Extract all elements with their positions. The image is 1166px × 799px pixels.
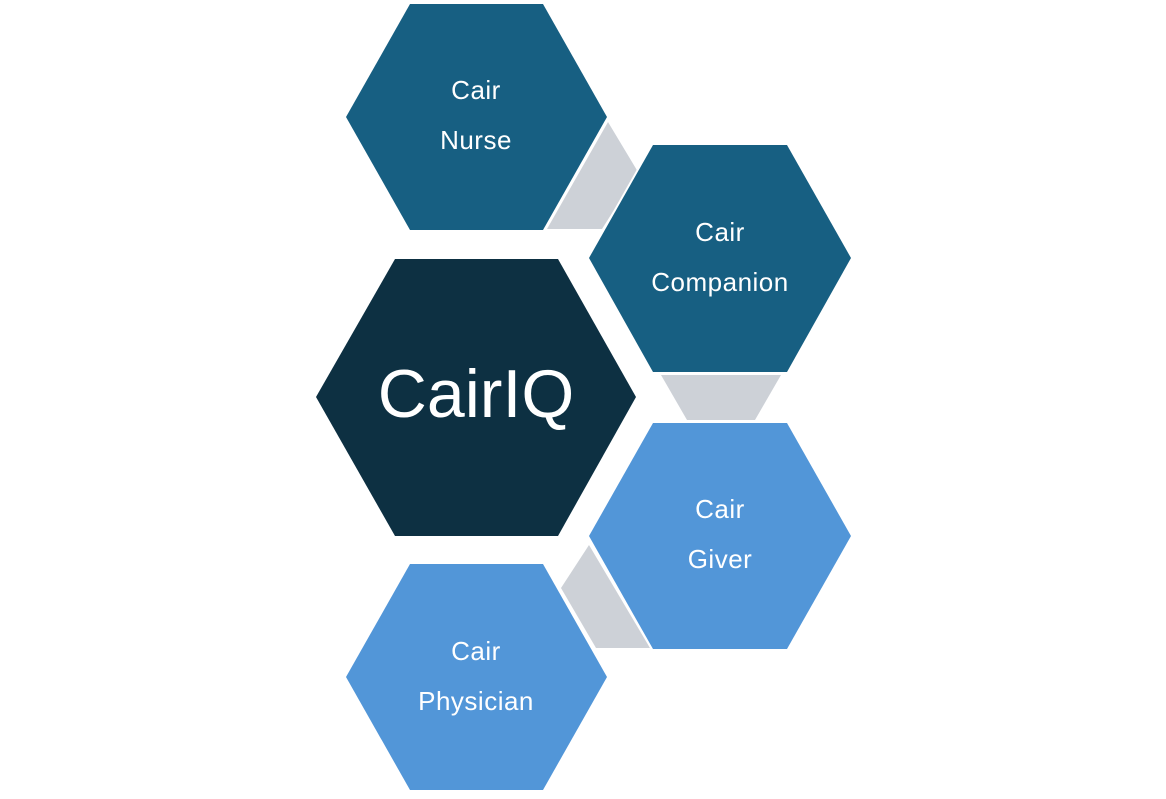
hexagon-cairiq-center [316,259,636,536]
label-line1: Cair [451,636,501,666]
label-cair-nurse: Cair Nurse [440,65,512,165]
connector-nurse-companion [547,122,638,229]
label-line2: Giver [687,544,753,574]
label-line1: Cair [695,494,745,524]
label-line2: Physician [418,686,534,716]
hexagon-cair-nurse [346,4,607,230]
hexagon-cair-giver [589,423,851,649]
label-line2: Nurse [440,125,512,155]
connector-companion-giver [661,375,781,420]
label-cairiq: CairIQ [377,356,575,432]
label-line2: Companion [651,267,789,297]
label-line1: Cair [451,75,501,105]
connector-giver-physician [561,545,650,648]
label-cair-physician: Cair Physician [418,626,534,726]
label-cair-giver: Cair Giver [688,484,753,584]
label-cair-companion: Cair Companion [651,207,788,307]
label-line1: Cair [695,217,745,247]
hexagon-cair-physician [346,564,607,790]
hexagon-cair-companion [589,145,851,372]
